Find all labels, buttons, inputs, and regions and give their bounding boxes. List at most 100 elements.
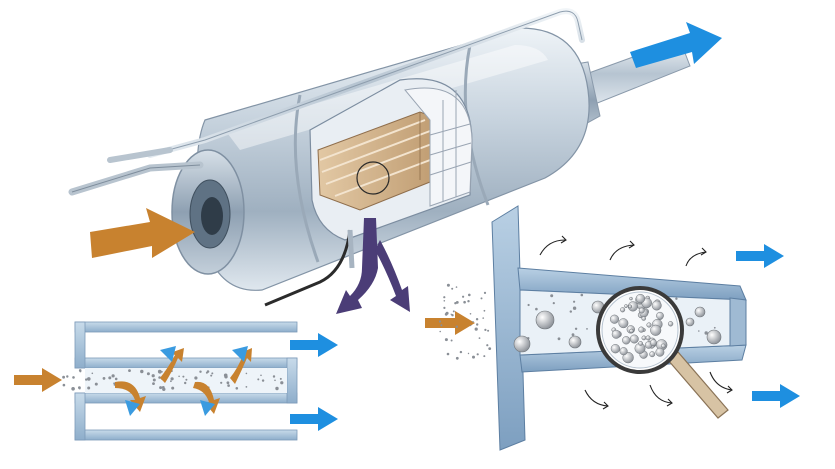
soot-particle [113,384,116,386]
soot-particle [629,296,633,301]
soot-particle [629,328,634,334]
soot-particle [629,334,639,344]
soot-particle [468,293,471,297]
soot-particle [111,374,115,378]
soot-particle [638,326,645,333]
soot-particle [550,294,554,298]
soot-agglomerate [513,335,531,353]
soot-particle [226,381,230,385]
soot-particle [459,350,463,354]
soot-particle [552,302,555,305]
soot-particle [128,369,131,372]
soot-particle [159,386,163,390]
soot-particle [467,300,470,303]
soot-particle [108,376,112,380]
soot-particle [445,311,449,315]
soot-particle [480,297,483,300]
ceramic-end-grid [404,87,473,207]
soot-particle [475,318,479,321]
channel-outlet-arrow-bottom [290,407,338,431]
soot-particle [280,382,283,385]
soot-particle [220,381,223,384]
soot-particle [455,301,459,304]
channel-outlet-arrow-top [290,333,338,357]
soot-particle [91,372,94,375]
soot-particle [580,293,584,297]
soot-particle [483,309,486,312]
channel-plug-left-bottom [74,392,86,441]
soot-particle [487,329,490,332]
soot-particle [667,321,674,327]
soot-particle [572,306,577,310]
soot-particle [467,352,470,355]
soot-particle [641,316,646,321]
soot-particle [704,331,708,335]
soot-particle [472,355,475,359]
soot-particle [235,387,239,390]
soot-particle [638,307,645,314]
soot-particle [199,370,202,373]
soot-particle [488,347,492,350]
soot-particle [619,347,628,356]
soot-particle [618,318,629,329]
channel-plug-right [286,357,298,404]
soot-particle [660,343,666,349]
soot-particle [151,374,155,378]
soot-particle [152,382,155,385]
soot-particle [140,369,144,374]
soot-particle [210,374,213,377]
soot-particle [62,375,65,379]
soot-particle [470,324,472,327]
trap-outlet-arrow-bottom [752,384,800,408]
trap-cap [729,297,747,347]
trap-inlet-arrow [425,311,475,335]
soot-particle [651,300,662,311]
soot-particle [272,375,276,378]
soot-particle [469,313,472,315]
soot-particle [656,311,664,320]
soot-particle [638,341,643,346]
soot-particle [655,347,665,357]
channel-plug-left-top [74,321,86,369]
soot-particle [627,301,638,312]
filter-channel-icon [14,321,338,441]
soot-particle [462,295,465,298]
soot-particle [66,375,69,378]
soot-particle [257,378,260,381]
soot-particle [483,291,487,294]
soot-agglomerate [568,335,582,349]
soot-particle [182,375,185,378]
flow-split-arrows [336,218,410,314]
incoming-particles [438,283,492,360]
soot-particle [472,321,474,323]
soot-particle [94,382,98,386]
soot-agglomerate [685,317,695,327]
soot-particle [482,317,485,319]
soot-particle [157,369,162,374]
soot-particle [194,376,198,380]
soot-particle [486,344,489,347]
soot-particle [438,320,442,323]
soot-particle [698,330,700,332]
clean-gas-outlet-arrow [630,22,722,68]
sensor-tube [107,147,173,163]
soot-particle [443,300,446,302]
soot-particle [610,344,621,354]
soot-particle [451,287,454,290]
soot-particle [178,375,180,378]
soot-particle [450,313,452,315]
soot-particle [245,372,248,375]
soot-particle [713,326,716,329]
soot-particle [649,351,656,358]
soot-particle [535,307,538,311]
soot-particle [476,323,479,326]
soot-particle [650,324,662,336]
soot-particle [478,337,481,339]
soot-particle [557,337,561,341]
soot-particle [628,304,633,309]
soot-particle [152,378,156,382]
soot-particle [646,322,652,328]
pressure-line-outline [149,10,583,156]
soot-particle [78,387,81,390]
soot-particle [162,387,166,391]
